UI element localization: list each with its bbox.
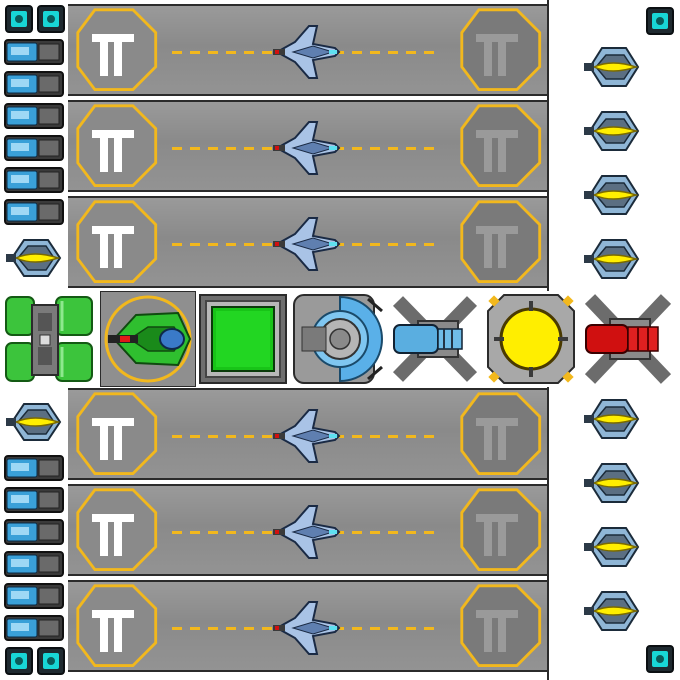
yellow-pod-icon[interactable] (582, 584, 644, 638)
turret-icon[interactable] (580, 291, 676, 387)
blue-ammo-cell-icon[interactable] (3, 166, 65, 194)
blue-ammo-cell-icon[interactable] (3, 198, 65, 226)
landing-pad-icon[interactable] (76, 392, 158, 476)
blue-ammo-cell-icon[interactable] (3, 134, 65, 162)
blue-ammo-cell-icon[interactable] (3, 518, 65, 546)
lane-graphics (76, 104, 542, 188)
lane-1[interactable] (68, 4, 547, 96)
screen-icon[interactable] (196, 291, 290, 387)
landing-pad-icon[interactable] (460, 488, 542, 572)
lane-graphics (76, 8, 542, 92)
landing-pad-icon[interactable] (76, 104, 158, 188)
blue-jet-icon[interactable] (273, 601, 341, 655)
landing-pad-icon[interactable] (76, 488, 158, 572)
yellow-pod-icon[interactable] (582, 392, 644, 446)
yellow-pod-icon[interactable] (4, 232, 66, 284)
reactor-icon[interactable] (2, 291, 100, 387)
yellow-pod-icon[interactable] (582, 168, 644, 222)
yellow-pod-icon[interactable] (582, 456, 644, 510)
lane-4[interactable] (68, 388, 547, 480)
landing-pad-icon[interactable] (76, 584, 158, 668)
blue-ammo-cell-icon[interactable] (3, 102, 65, 130)
landing-pad-icon[interactable] (460, 200, 542, 284)
landing-pad-icon[interactable] (460, 8, 542, 92)
lane-graphics (76, 392, 542, 476)
landing-pad-icon[interactable] (76, 8, 158, 92)
blue-ammo-cell-icon[interactable] (3, 70, 65, 98)
left-ammo-column (0, 0, 68, 680)
yellow-pod-icon[interactable] (4, 396, 66, 448)
lane-6[interactable] (68, 580, 547, 672)
fighter-icon[interactable] (100, 291, 196, 387)
yellow-pod-icon[interactable] (582, 40, 644, 94)
lane-graphics (76, 200, 542, 284)
blue-ammo-cell-icon[interactable] (3, 582, 65, 610)
cyan-chip-icon (37, 5, 65, 33)
blue-jet-icon[interactable] (273, 409, 341, 463)
landing-pad-icon[interactable] (460, 392, 542, 476)
cyan-chip-icon (37, 647, 65, 675)
blue-jet-icon[interactable] (273, 217, 341, 271)
blue-ammo-cell-icon[interactable] (3, 38, 65, 66)
yellow-pod-icon[interactable] (582, 520, 644, 574)
core-icon[interactable] (484, 291, 578, 387)
cyan-chip-icon (5, 647, 33, 675)
yellow-pod-icon[interactable] (582, 232, 644, 286)
yellow-pod-icon[interactable] (582, 104, 644, 158)
cyan-chip-icon (646, 7, 674, 35)
lane-graphics (76, 584, 542, 668)
blue-ammo-cell-icon[interactable] (3, 454, 65, 482)
lane-3[interactable] (68, 196, 547, 288)
blue-jet-icon[interactable] (273, 121, 341, 175)
dome-icon[interactable] (290, 291, 386, 387)
landing-pad-icon[interactable] (460, 104, 542, 188)
lane-2[interactable] (68, 100, 547, 192)
blue-ammo-cell-icon[interactable] (3, 550, 65, 578)
blue-jet-icon[interactable] (273, 505, 341, 559)
blue-ammo-cell-icon[interactable] (3, 614, 65, 642)
landing-pad-icon[interactable] (460, 584, 542, 668)
blue-ammo-cell-icon[interactable] (3, 486, 65, 514)
cyan-chip-icon (5, 5, 33, 33)
cannon-icon[interactable] (388, 291, 482, 387)
lane-graphics (76, 488, 542, 572)
lane-5[interactable] (68, 484, 547, 576)
blue-jet-icon[interactable] (273, 25, 341, 79)
landing-pad-icon[interactable] (76, 200, 158, 284)
module-row (0, 291, 680, 387)
cyan-chip-icon (646, 645, 674, 673)
